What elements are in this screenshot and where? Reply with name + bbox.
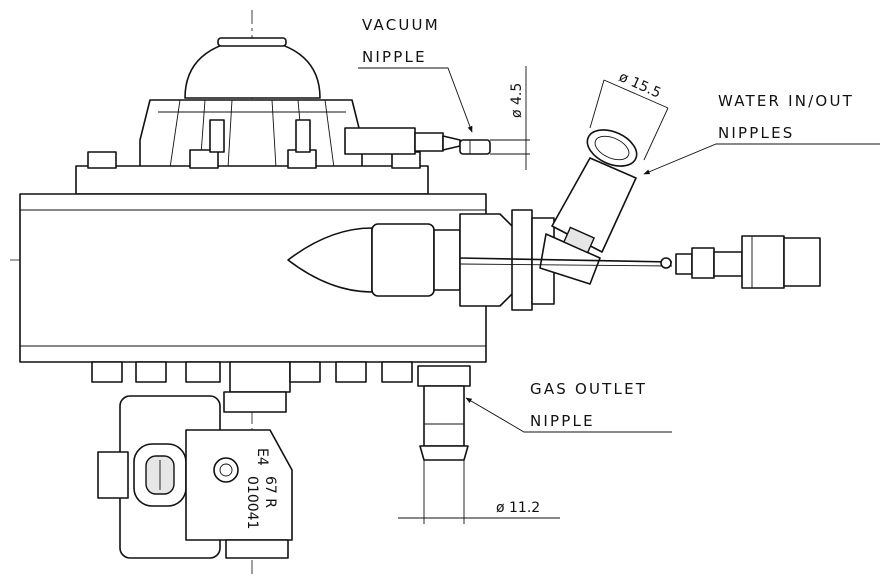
approval-mark: E4 [254,448,270,466]
water-dim-ext-right [643,107,669,161]
vacuum-nipple [344,127,491,155]
water-dim-line [603,79,669,109]
vacuum-label-line-1: VACUUM [362,16,440,34]
bottom-bolts [91,361,413,393]
gas-diameter-dim: ø 11.2 [496,500,540,516]
water-dim-ext-left [589,79,605,129]
vacuum-leader [358,67,473,133]
water-diameter-dim: ø 15.5 [616,69,663,102]
valve-mark-line-1: 67 R [262,476,278,508]
gas-label-line-1: GAS OUTLET [530,380,647,398]
gas-leader [465,397,672,433]
top-cover [75,37,429,195]
water-leader [643,143,880,175]
solenoid-valve [97,391,293,559]
valve-mark-line-2: 010041 [244,476,260,529]
water-nipples [539,129,638,285]
vacuum-label-line-2: NIPPLE [362,48,427,66]
sensor-fitting [287,209,555,311]
vacuum-diameter-dim: ø 4.5 [509,83,525,118]
sensor-wire-connector [459,235,821,289]
gas-label-line-2: NIPPLE [530,412,595,430]
gas-outlet-nipple [417,365,471,461]
water-label-line-1: WATER IN/OUT [718,92,854,110]
water-label-line-2: NIPPLES [718,124,795,142]
